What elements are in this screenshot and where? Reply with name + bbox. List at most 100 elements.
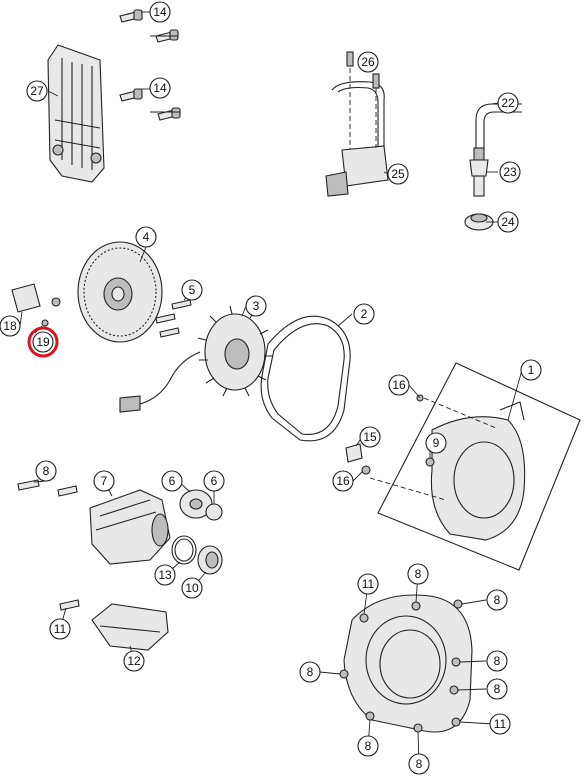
callout-circle bbox=[388, 374, 410, 396]
callout-22[interactable]: 22 bbox=[497, 92, 519, 114]
callout-number: 8 bbox=[307, 665, 314, 679]
callout-19-highlighted[interactable]: 19 bbox=[27, 326, 59, 358]
callout-circle bbox=[486, 589, 508, 611]
spark-plug-cap-part[interactable] bbox=[475, 103, 522, 150]
callout-13[interactable]: 13 bbox=[154, 564, 176, 586]
callout-circle bbox=[359, 426, 381, 448]
callout-circle bbox=[357, 573, 379, 595]
callout-circle bbox=[332, 470, 354, 492]
callout-15[interactable]: 15 bbox=[359, 426, 381, 448]
callout-circle bbox=[181, 577, 203, 599]
callout-circle bbox=[353, 303, 375, 325]
callout-10[interactable]: 10 bbox=[181, 577, 203, 599]
callout-8[interactable]: 8 bbox=[407, 563, 429, 585]
callout-number: 13 bbox=[158, 568, 172, 582]
callout-8[interactable]: 8 bbox=[408, 753, 430, 775]
callout-circle bbox=[499, 161, 521, 183]
callout-number: 10 bbox=[185, 581, 199, 595]
callout-11[interactable]: 11 bbox=[489, 713, 511, 735]
callout-14[interactable]: 14 bbox=[149, 1, 171, 23]
starter-motor-part[interactable] bbox=[17, 479, 171, 565]
callout-number: 7 bbox=[101, 474, 108, 488]
callout-23[interactable]: 23 bbox=[499, 161, 521, 183]
callout-2[interactable]: 2 bbox=[353, 303, 375, 325]
callout-27[interactable]: 27 bbox=[26, 80, 48, 102]
ignition-cover-box[interactable] bbox=[369, 362, 581, 571]
ignition-coil-part[interactable] bbox=[325, 51, 389, 197]
protective-cover-part[interactable] bbox=[59, 599, 169, 651]
callout-number: 12 bbox=[127, 654, 141, 668]
callout-6[interactable]: 6 bbox=[161, 470, 183, 492]
callout-number: 11 bbox=[494, 717, 507, 731]
callout-11[interactable]: 11 bbox=[49, 618, 71, 640]
callout-circle bbox=[520, 359, 542, 381]
callout-8[interactable]: 8 bbox=[35, 460, 57, 482]
voltage-regulator-part[interactable] bbox=[47, 44, 105, 183]
callout-circle bbox=[0, 315, 21, 337]
callout-circle bbox=[489, 713, 511, 735]
callout-25[interactable]: 25 bbox=[387, 163, 409, 185]
callout-number: 19 bbox=[36, 335, 50, 349]
idler-gear-part[interactable] bbox=[179, 489, 223, 521]
callout-circle bbox=[35, 460, 57, 482]
cover-gasket-part[interactable] bbox=[260, 315, 351, 442]
callout-9[interactable]: 9 bbox=[425, 432, 447, 454]
bushing-part[interactable] bbox=[197, 545, 223, 575]
stator-part[interactable] bbox=[119, 305, 273, 413]
callout-circle bbox=[93, 470, 115, 492]
stator-bolts-part[interactable] bbox=[155, 299, 192, 338]
callout-4[interactable]: 4 bbox=[135, 226, 157, 248]
callout-number: 8 bbox=[43, 464, 50, 478]
callout-12[interactable]: 12 bbox=[123, 650, 145, 672]
callout-circle bbox=[407, 563, 429, 585]
callout-circle bbox=[357, 735, 379, 757]
callout-5[interactable]: 5 bbox=[181, 279, 203, 301]
bolt-group-14-top[interactable] bbox=[119, 9, 179, 43]
callout-number: 26 bbox=[361, 55, 375, 69]
callout-number: 3 bbox=[253, 299, 260, 313]
flywheel-rotor-part[interactable] bbox=[77, 241, 163, 343]
callout-16[interactable]: 16 bbox=[332, 470, 354, 492]
highlight-ring bbox=[27, 326, 59, 358]
callout-18[interactable]: 18 bbox=[0, 315, 21, 337]
callout-24[interactable]: 24 bbox=[497, 211, 519, 233]
callout-16[interactable]: 16 bbox=[388, 374, 410, 396]
outer-cover-part[interactable] bbox=[339, 594, 473, 733]
callout-8[interactable]: 8 bbox=[486, 650, 508, 672]
callout-number: 1 bbox=[528, 363, 535, 377]
callout-11[interactable]: 11 bbox=[357, 573, 379, 595]
spark-plug-part[interactable] bbox=[469, 147, 489, 197]
callout-6[interactable]: 6 bbox=[203, 470, 225, 492]
callout-number: 23 bbox=[503, 165, 517, 179]
callout-8[interactable]: 8 bbox=[486, 589, 508, 611]
callout-number: 8 bbox=[494, 682, 501, 696]
callout-number: 9 bbox=[433, 436, 440, 450]
callout-8[interactable]: 8 bbox=[299, 661, 321, 683]
callout-1[interactable]: 1 bbox=[520, 359, 542, 381]
callout-14[interactable]: 14 bbox=[149, 77, 171, 99]
callout-circle bbox=[154, 564, 176, 586]
callout-circle bbox=[181, 279, 203, 301]
callout-number: 22 bbox=[501, 96, 515, 110]
callout-circle bbox=[26, 80, 48, 102]
callout-8[interactable]: 8 bbox=[357, 735, 379, 757]
callout-8[interactable]: 8 bbox=[486, 678, 508, 700]
pickup-sensor-part[interactable] bbox=[11, 283, 61, 327]
callout-circle bbox=[486, 678, 508, 700]
callout-number: 8 bbox=[365, 739, 372, 753]
callout-number: 24 bbox=[501, 215, 515, 229]
callout-number: 2 bbox=[361, 307, 368, 321]
callout-circle bbox=[497, 211, 519, 233]
callout-3[interactable]: 3 bbox=[245, 295, 267, 317]
callout-circle bbox=[49, 618, 71, 640]
callout-circle bbox=[486, 650, 508, 672]
callout-7[interactable]: 7 bbox=[93, 470, 115, 492]
callout-number: 8 bbox=[416, 757, 423, 771]
callout-26[interactable]: 26 bbox=[357, 51, 379, 73]
callout-circle bbox=[161, 470, 183, 492]
clip-part[interactable] bbox=[345, 443, 371, 475]
o-ring-part[interactable] bbox=[171, 535, 197, 565]
bolt-group-14-bottom[interactable] bbox=[119, 88, 181, 121]
